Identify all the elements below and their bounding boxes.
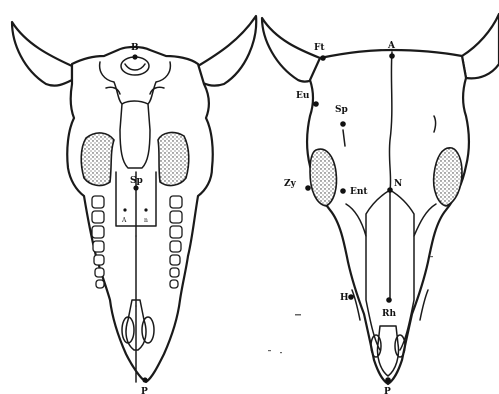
point-Sp-left <box>133 185 138 190</box>
left-skull: B Sp P A n <box>12 16 256 394</box>
point-Ent <box>340 188 346 194</box>
right-skull: Ft A Eu Sp Zy Ent N H Rh P <box>262 14 499 394</box>
label-Eu: Eu <box>296 91 310 101</box>
point-n-left <box>144 208 147 211</box>
label-Ft: Ft <box>314 43 325 53</box>
left-orbit <box>310 149 337 206</box>
point-Sp-right <box>340 121 346 127</box>
label-n-left: n <box>144 217 148 224</box>
left-skull-outline <box>67 47 213 382</box>
point-H <box>348 294 354 300</box>
label-Sp-left: Sp <box>130 176 143 186</box>
point-P-left <box>142 377 147 382</box>
left-skull-left-horn <box>12 22 72 86</box>
label-Sp-right: Sp <box>335 105 348 115</box>
label-N: N <box>394 179 402 189</box>
point-Zy <box>305 185 311 191</box>
label-Zy: Zy <box>284 179 297 189</box>
point-P-right <box>385 377 391 383</box>
point-a-left <box>123 208 126 211</box>
label-a-left: A <box>121 217 127 224</box>
point-Ft <box>320 55 326 61</box>
label-A: A <box>387 41 396 51</box>
point-N <box>387 187 393 193</box>
left-skull-right-bulla <box>158 133 189 186</box>
right-orbit <box>434 148 462 206</box>
left-skull-left-bulla <box>81 133 114 186</box>
right-skull-right-horn <box>462 14 499 78</box>
label-Ent: Ent <box>350 187 368 197</box>
label-Rh: Rh <box>382 309 396 319</box>
right-skull-left-horn <box>262 18 320 82</box>
label-B: B <box>131 43 139 53</box>
label-P-left: P <box>141 387 148 394</box>
label-H: H <box>340 293 349 303</box>
right-maxilla-edge <box>420 290 428 320</box>
left-skull-right-horn <box>198 16 256 86</box>
point-Eu <box>313 101 319 107</box>
label-P-right: P <box>384 387 391 394</box>
point-Rh <box>386 297 392 303</box>
point-A <box>389 53 395 59</box>
point-B-left <box>132 54 137 59</box>
right-skull-outline <box>307 50 469 384</box>
